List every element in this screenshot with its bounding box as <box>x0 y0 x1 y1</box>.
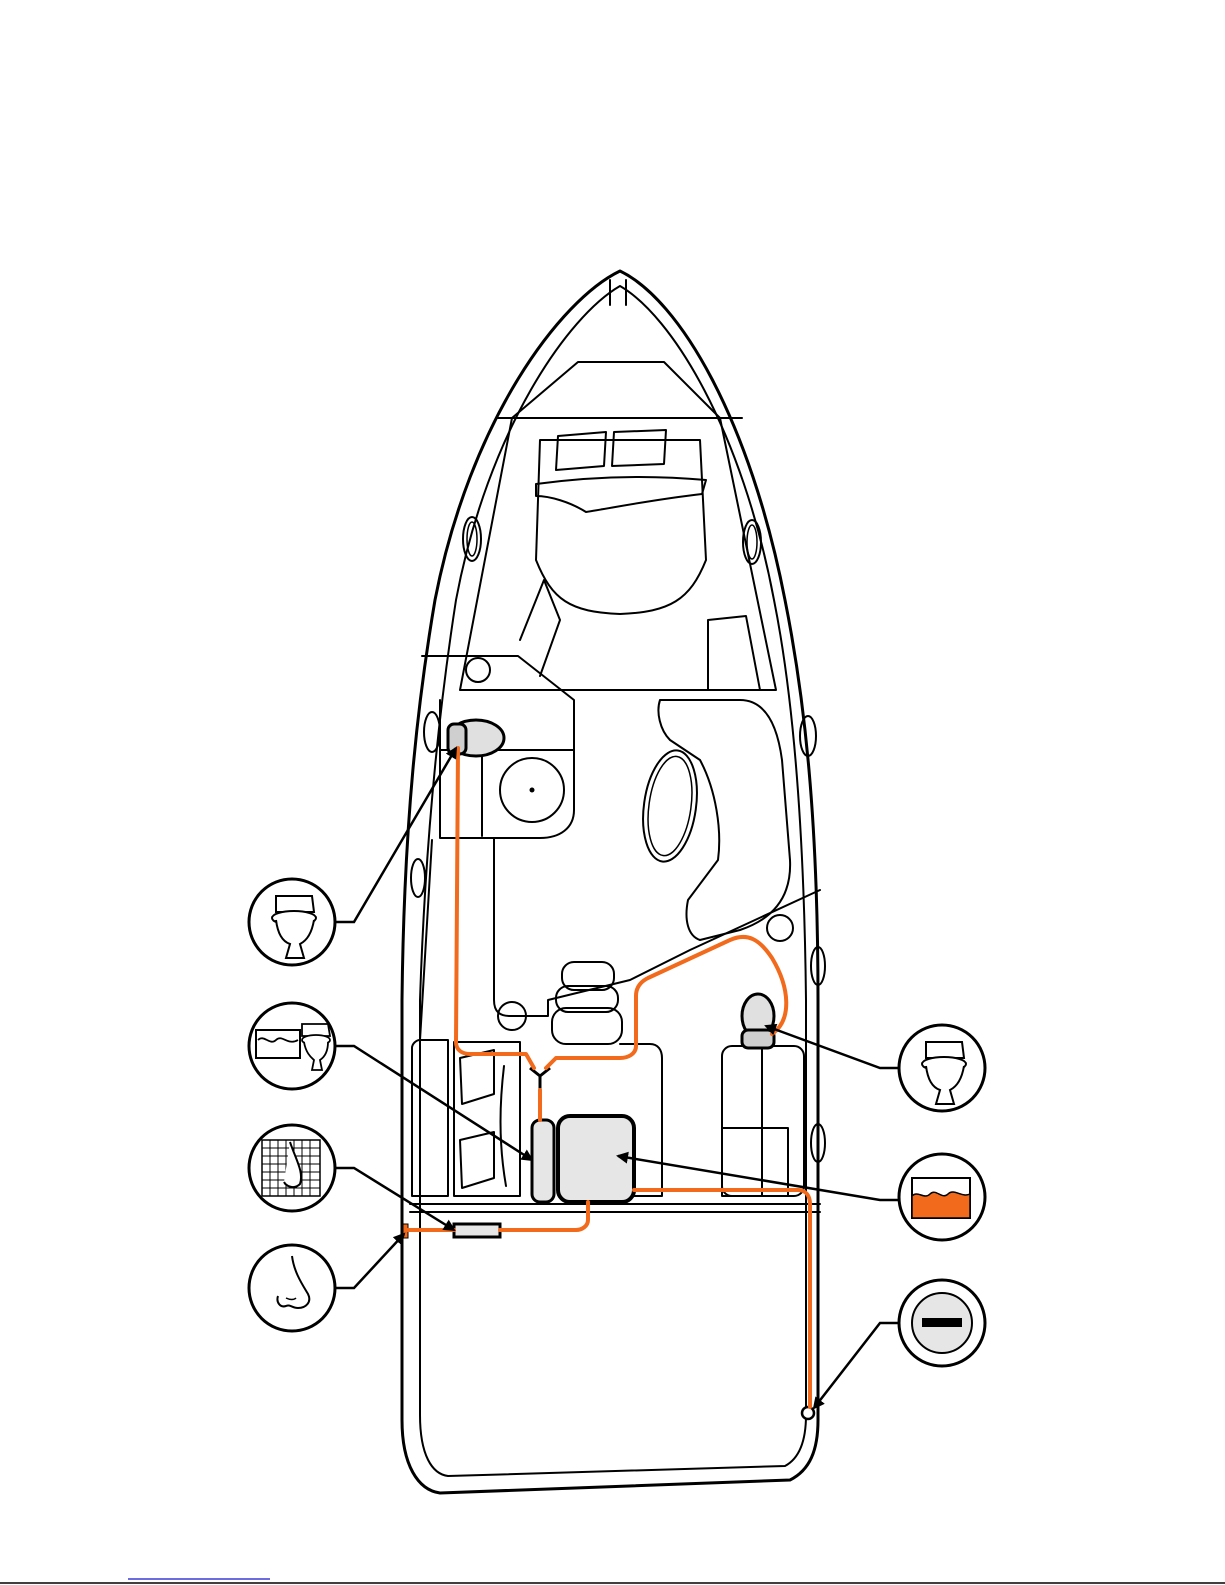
leader-pumpout <box>814 1323 898 1408</box>
berth-side-right <box>708 616 760 690</box>
cooler-box <box>722 1128 788 1196</box>
callout-deck-pumpout[interactable] <box>899 1280 985 1366</box>
callout-forward-toilet[interactable] <box>249 879 335 965</box>
callout-odor-filter[interactable] <box>249 1125 335 1211</box>
holding-tank-icon <box>912 1178 970 1218</box>
pillow-left <box>556 432 606 470</box>
aft-seating-left <box>412 1040 448 1196</box>
deck-pumpout-fitting-icon <box>912 1293 972 1353</box>
callout-aft-toilet[interactable] <box>899 1025 985 1111</box>
callout-macerator-pump[interactable] <box>249 1003 335 1089</box>
holding-tank <box>558 1116 634 1202</box>
deck-pumpout <box>802 1407 814 1419</box>
callout-vent-fitting[interactable] <box>249 1245 335 1331</box>
bed-blanket <box>536 477 706 512</box>
sanitation-hoses <box>408 748 810 1407</box>
cushion-b <box>460 1132 494 1188</box>
hull-outline <box>402 271 818 1493</box>
leader-holding-tank <box>618 1156 898 1200</box>
leader-forward-toilet <box>336 748 456 922</box>
cushion-curve <box>501 1066 507 1186</box>
helm-console <box>658 700 790 940</box>
leader-vent <box>336 1234 404 1288</box>
odor-filter-mesh-icon <box>262 1140 320 1196</box>
leader-macerator <box>336 1046 532 1160</box>
pumpout-hose <box>634 1190 810 1407</box>
boat-hull <box>402 271 825 1493</box>
cushion-a <box>460 1050 494 1104</box>
leader-odor-filter <box>336 1168 454 1230</box>
aft-toilet <box>742 994 774 1048</box>
odor-filter <box>454 1224 500 1237</box>
aft-seacock <box>767 915 793 941</box>
helm-seat <box>636 747 703 865</box>
callout-holding-tank[interactable] <box>899 1154 985 1240</box>
aft-seating-center <box>454 1042 520 1196</box>
cockpit-deck <box>494 838 820 1016</box>
pillow-right <box>612 430 666 466</box>
forward-seacock <box>466 658 490 682</box>
y-valve <box>530 1068 550 1090</box>
engine-block <box>552 962 622 1044</box>
macerator-pump <box>532 1120 554 1202</box>
cabin-outline <box>460 418 776 690</box>
